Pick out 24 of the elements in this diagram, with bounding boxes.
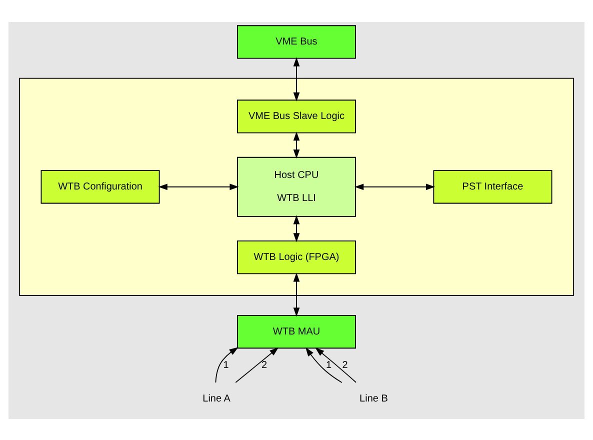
arrow xyxy=(293,272,300,316)
edge-label: 1 xyxy=(223,359,229,370)
node-box: VME Bus Slave Logic xyxy=(237,99,356,133)
edge-label: 2 xyxy=(342,359,348,370)
node-box: VME Bus xyxy=(237,24,356,58)
arrow xyxy=(158,183,239,190)
arrow xyxy=(305,346,342,382)
node-text: Line B xyxy=(360,393,388,404)
node-box: WTB MAU xyxy=(237,314,356,348)
edge-label: 2 xyxy=(261,359,268,370)
node-text: Line A xyxy=(202,393,230,404)
arrow xyxy=(293,214,300,242)
node-box: WTB Logic (FPGA) xyxy=(237,240,356,274)
arrow xyxy=(315,347,356,382)
node-box: PST Interface xyxy=(433,170,552,204)
node-box: WTB Configuration xyxy=(40,170,160,204)
arrow xyxy=(235,346,279,382)
arrow xyxy=(354,183,436,190)
arrow xyxy=(293,56,300,101)
node-box: Host CPU WTB LLI xyxy=(237,156,356,216)
cluster xyxy=(18,77,574,296)
arrow xyxy=(293,131,300,158)
edge-label: 1 xyxy=(326,359,332,370)
arrow xyxy=(215,346,238,382)
